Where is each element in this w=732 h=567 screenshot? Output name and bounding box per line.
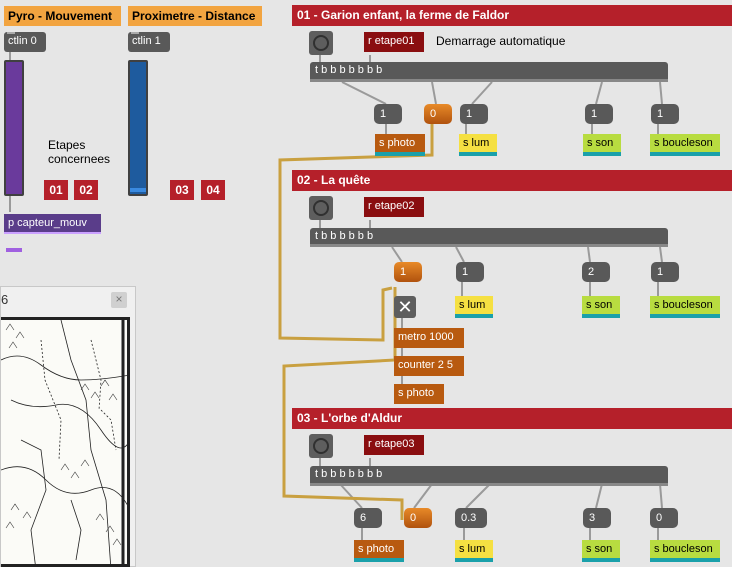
map-window[interactable]: 6 × (0, 286, 136, 567)
section-03-send-boucleson[interactable]: s boucleson (650, 540, 720, 562)
proxi-header: Proximetre - Distance (128, 6, 262, 26)
section-01-auto-start-label: Demarrage automatique (436, 34, 566, 48)
section-02-send-photo[interactable]: s photo (394, 384, 444, 404)
section-01-trigger[interactable]: t b b b b b b b (310, 62, 668, 82)
proxi-slider[interactable] (128, 60, 148, 196)
capteur-mouv-object[interactable]: p capteur_mouv (4, 214, 101, 234)
section-01-lum-number[interactable]: 1 (460, 104, 488, 124)
section-02-counter[interactable]: counter 2 5 (394, 356, 464, 376)
section-01-send-lum[interactable]: s lum (459, 134, 497, 156)
map-close-button[interactable]: × (111, 292, 127, 308)
old-map-drawing (1, 320, 127, 564)
section-02-header: 02 - La quête (292, 170, 732, 191)
section-03-photo-number[interactable]: 6 (354, 508, 382, 528)
section-03-lum-number[interactable]: 0.3 (455, 508, 487, 528)
pyro-slider[interactable] (4, 60, 24, 252)
toggle-x-icon: ✕ (397, 297, 413, 317)
section-03-boucle-number[interactable]: 0 (650, 508, 678, 528)
section-02-metro[interactable]: metro 1000 (394, 328, 464, 348)
section-03-trigger[interactable]: t b b b b b b b (310, 466, 668, 486)
section-01-son-number[interactable]: 1 (585, 104, 613, 124)
step-badge-02: 02 (74, 180, 98, 200)
section-02-orange-number[interactable]: 1 (394, 262, 422, 282)
close-icon: × (115, 292, 123, 306)
step-badge-01: 01 (44, 180, 68, 200)
section-02-receive[interactable]: r etape02 (364, 197, 424, 217)
section-03-orange-number[interactable]: 0 (404, 508, 432, 528)
section-02-send-son[interactable]: s son (582, 296, 620, 318)
section-02-son-number[interactable]: 2 (582, 262, 610, 282)
etapes-label-line2: concernees (48, 152, 111, 166)
step-badge-03: 03 (170, 180, 194, 200)
pyro-slider-fill (6, 62, 22, 194)
ctlin0-object[interactable]: ctlin 0 (4, 32, 46, 52)
section-01-bang[interactable] (309, 31, 333, 55)
section-01-send-boucleson[interactable]: s boucleson (650, 134, 720, 156)
map-image (1, 317, 130, 567)
section-03-send-son[interactable]: s son (582, 540, 620, 562)
ctlin1-object[interactable]: ctlin 1 (128, 32, 170, 52)
section-02-send-lum[interactable]: s lum (455, 296, 493, 318)
proxi-slider-fill (130, 62, 146, 194)
section-02-bang[interactable] (309, 196, 333, 220)
section-03-son-number[interactable]: 3 (583, 508, 611, 528)
section-01-send-son[interactable]: s son (583, 134, 621, 156)
section-01-orange-number[interactable]: 0 (424, 104, 452, 124)
section-01-photo-number[interactable]: 1 (374, 104, 402, 124)
section-01-receive[interactable]: r etape01 (364, 32, 424, 52)
section-02-trigger[interactable]: t b b b b b b (310, 228, 668, 247)
section-03-receive[interactable]: r etape03 (364, 435, 424, 455)
proxi-slider-thumb (130, 188, 146, 192)
section-03-bang[interactable] (309, 434, 333, 458)
map-window-title: 6 (1, 292, 9, 307)
section-03-header: 03 - L'orbe d'Aldur (292, 408, 732, 429)
section-02-lum-number[interactable]: 1 (456, 262, 484, 282)
pyro-slider-thumb (6, 248, 22, 252)
section-02-boucle-number[interactable]: 1 (651, 262, 679, 282)
etapes-label-line1: Etapes (48, 138, 86, 152)
section-03-send-photo[interactable]: s photo (354, 540, 404, 562)
section-01-header: 01 - Garion enfant, la ferme de Faldor (292, 5, 732, 26)
pyro-header: Pyro - Mouvement (4, 6, 121, 26)
section-02-send-boucleson[interactable]: s boucleson (650, 296, 720, 318)
section-01-send-photo[interactable]: s photo (375, 134, 425, 156)
step-badge-04: 04 (201, 180, 225, 200)
section-02-toggle[interactable]: ✕ (394, 296, 416, 318)
capteur-mouv-label: p capteur_mouv (8, 217, 87, 229)
section-01-boucle-number[interactable]: 1 (651, 104, 679, 124)
section-03-send-lum[interactable]: s lum (455, 540, 493, 562)
